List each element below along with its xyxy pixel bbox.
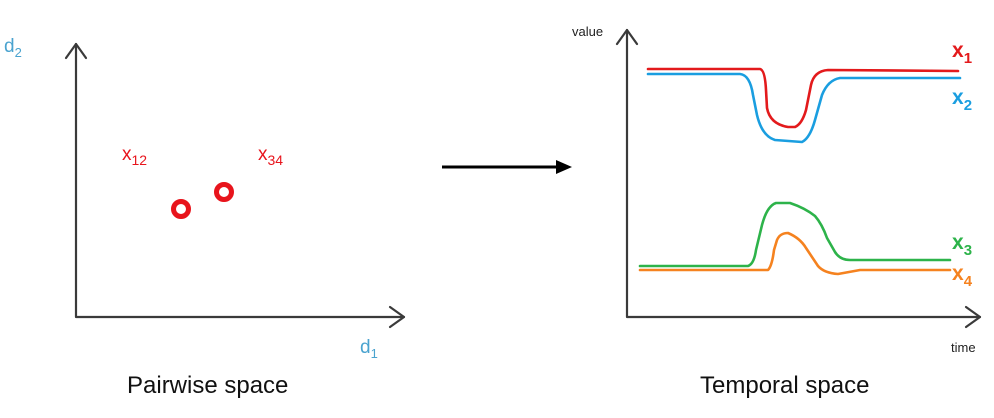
temporal-caption: Temporal space: [700, 372, 869, 399]
series-label-x3: x3: [952, 231, 972, 259]
pairwise-caption: Pairwise space: [127, 372, 288, 399]
point-label-x34: x34: [258, 144, 283, 168]
point-x34: [214, 182, 234, 202]
temporal-panel: value time x1 x2 x3 x4 Temporal space: [572, 24, 982, 399]
pairwise-y-arrowhead: [64, 42, 88, 60]
series-label-x1: x1: [952, 39, 972, 67]
pairwise-axes: [74, 42, 406, 319]
point-x12: [171, 199, 191, 219]
pairwise-y-axis-label: d2: [4, 36, 22, 60]
arrow-right-icon: [442, 160, 572, 174]
temporal-x-axis-label: time: [951, 340, 976, 355]
series-line-x4: [638, 231, 952, 276]
series-line-x2: [646, 72, 962, 144]
point-label-x12: x12: [122, 144, 147, 168]
pairwise-x-axis-label: d1: [360, 337, 378, 361]
temporal-axes: [625, 28, 982, 319]
pairwise-panel: d2 d1 x12 x34 Pairwise space: [4, 36, 406, 399]
series-line-x3: [638, 201, 952, 268]
series-label-x4: x4: [952, 262, 973, 290]
temporal-y-arrowhead: [615, 28, 639, 46]
temporal-y-axis-label: value: [572, 24, 603, 39]
pairwise-x-arrowhead: [388, 305, 406, 329]
temporal-x-arrowhead: [964, 305, 982, 329]
series-line-x1: [646, 67, 960, 129]
series-label-x2: x2: [952, 86, 972, 114]
